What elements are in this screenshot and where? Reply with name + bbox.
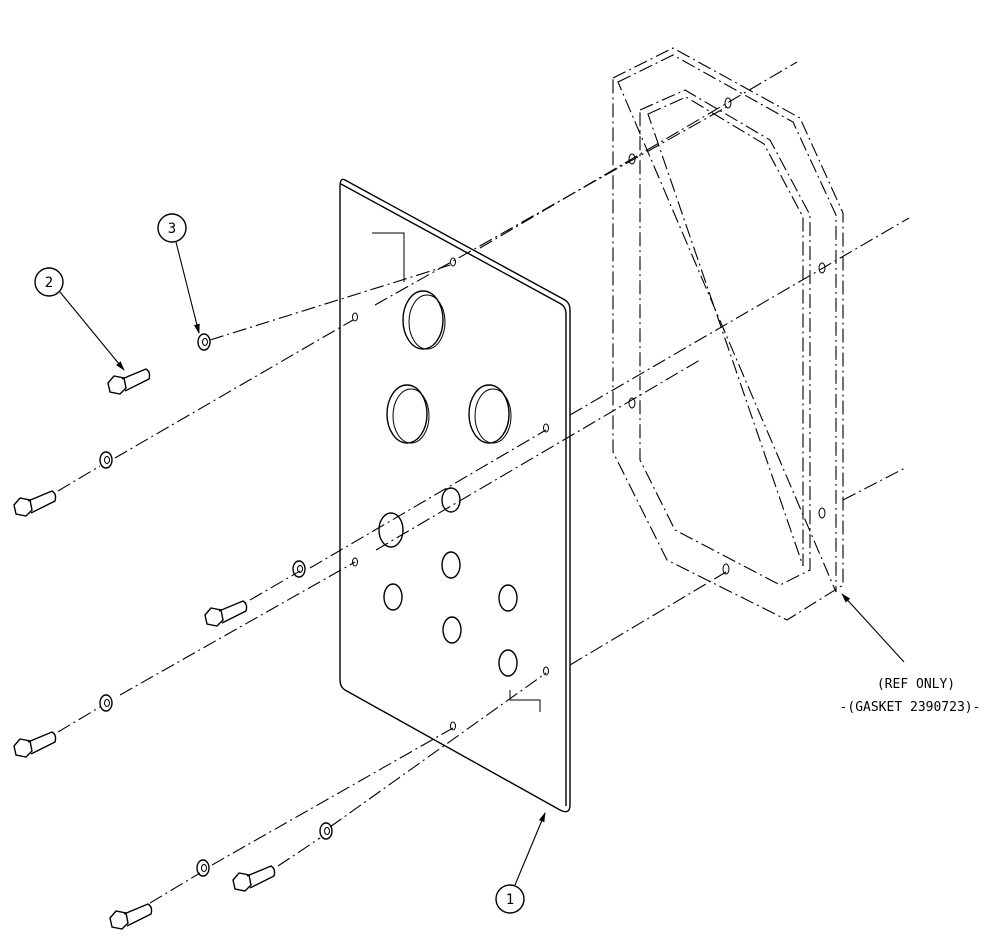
bolt — [13, 490, 57, 517]
bolt — [204, 600, 248, 627]
alignment-centerlines — [57, 61, 910, 904]
callout-plate-number: 1 — [506, 892, 514, 908]
washer — [197, 333, 211, 351]
washer — [292, 560, 306, 578]
gasket-part-note: -(GASKET 2390723)- — [840, 700, 981, 715]
washer — [319, 822, 333, 840]
callout-bolt-number: 2 — [45, 275, 53, 291]
bolt — [232, 865, 276, 892]
mounting-plate — [339, 178, 571, 813]
gasket-note: (REF ONLY) -(GASKET 2390723)- — [840, 593, 981, 715]
bolt — [13, 731, 57, 758]
bolt — [107, 368, 151, 395]
callout-washer-number: 3 — [168, 221, 176, 237]
bolt — [109, 903, 153, 930]
ref-only-note: (REF ONLY) — [877, 677, 955, 692]
washer — [99, 451, 113, 469]
gasket-outline — [612, 47, 844, 621]
bolt-group — [13, 368, 276, 930]
callout-washer: 3 — [157, 213, 200, 334]
washer — [99, 694, 113, 712]
washer — [196, 859, 210, 877]
washer-group — [99, 333, 333, 877]
callout-bolt: 2 — [34, 267, 125, 371]
callout-plate: 1 — [495, 812, 546, 914]
